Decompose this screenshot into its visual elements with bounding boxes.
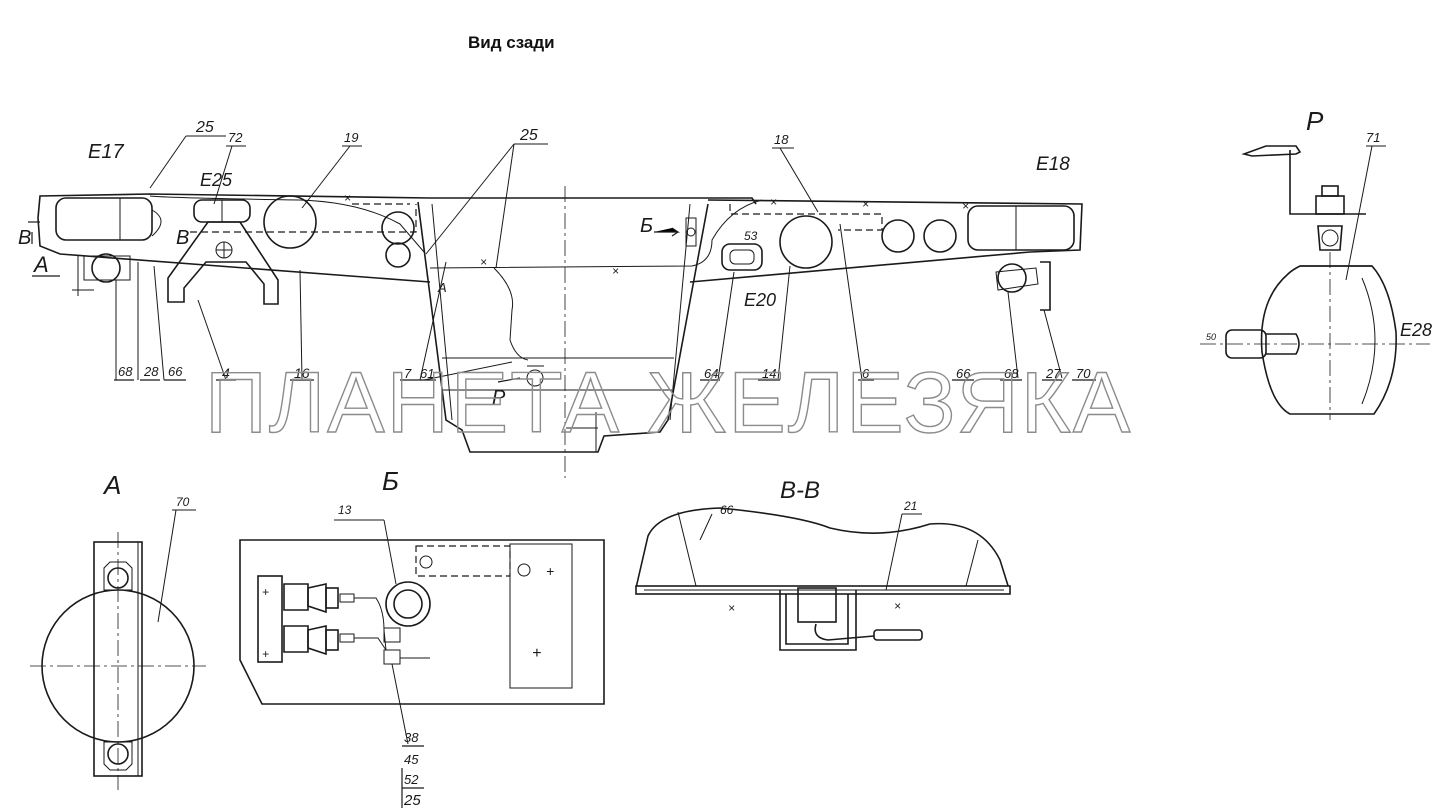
callout-19: 19 [344,130,358,145]
callout-6: 6 [862,366,870,381]
label-e20: Е20 [744,290,776,310]
round-reflector-right-1 [881,219,915,253]
plate-lamp-e25 [193,199,251,223]
round-reflector-right-2 [923,219,957,253]
callout-50: 50 [1206,332,1216,342]
view-b-label: Б [382,466,399,496]
label-e17: Е17 [88,141,124,163]
view-b-connector: + + + + [239,519,605,745]
round-lamp-19 [263,195,317,249]
callout-38: 38 [404,730,419,745]
marker-p-small: Р [492,387,506,409]
section-marks [28,217,697,383]
callout-68-right: 68 [1004,366,1019,381]
callout-68-left: 68 [118,364,133,379]
wiring-harness: × × × × × × [149,191,969,387]
label-e25: Е25 [200,170,233,190]
svg-text:×: × [344,191,351,205]
marker-a-arrow: А [32,252,49,277]
section-v-v: × × [635,507,1011,651]
callout-70-right: 70 [1076,366,1091,381]
svg-text:+: + [546,563,554,579]
svg-text:+: + [262,647,269,661]
svg-text:×: × [480,255,487,269]
svg-text:×: × [894,599,901,613]
callout-66-section: 66 [720,503,734,517]
svg-text:×: × [612,264,619,278]
clamp-a-left [72,253,165,381]
view-p-lamp-e28 [1200,145,1430,420]
bumper-beam [37,186,1083,478]
svg-text:×: × [962,199,969,213]
callout-21: 21 [903,499,917,513]
drawing-title: Вид сзади [468,33,555,52]
callout-14: 14 [762,366,776,381]
callout-18: 18 [774,132,789,147]
callout-13: 13 [338,503,352,517]
callout-16: 16 [294,365,310,381]
round-lamp-14 [779,215,833,269]
callout-45: 45 [404,752,419,767]
svg-text:+: + [262,585,269,599]
leader-lines [149,135,1386,381]
callout-64: 64 [704,366,718,381]
callout-71: 71 [1366,130,1380,145]
clamp-right [995,261,1063,379]
callout-27: 27 [1045,366,1061,381]
callout-25-left: 25 [195,119,214,136]
svg-text:+: + [532,645,541,662]
svg-text:×: × [770,195,777,209]
view-a-label: А [102,470,121,500]
svg-text:×: × [728,601,735,615]
callout-66-left: 66 [168,364,183,379]
lamp-e18 [967,205,1075,251]
callout-25-bottom: 25 [403,792,421,809]
round-reflector-left-1 [381,211,415,245]
callout-70-view-a: 70 [176,495,190,509]
callout-25-center: 25 [519,127,538,144]
callout-61: 61 [420,366,434,381]
marker-a-small: А [437,280,447,295]
callout-53: 53 [744,229,758,243]
lamp-e20 [721,243,763,271]
bracket-4 [167,221,279,305]
view-a-clamp [30,509,206,790]
svg-text:×: × [862,197,869,211]
label-e28: Е28 [1400,320,1432,340]
round-reflector-left-2 [385,242,411,268]
callout-66-right: 66 [956,366,971,381]
callout-52: 52 [404,772,419,787]
callout-72: 72 [228,130,243,145]
view-vv-label: В-В [780,477,820,504]
callout-4: 4 [222,365,230,381]
lamp-e17 [55,197,162,241]
marker-v-left: В [18,227,31,249]
watermark: ПЛАНЕТА ЖЕЛЕЗЯКА [205,355,1132,451]
callout-28: 28 [143,364,159,379]
marker-v-right: В [176,227,189,249]
callout-7: 7 [404,366,412,381]
view-p-label: Р [1306,106,1324,136]
label-e18: Е18 [1036,154,1070,175]
marker-b-arrow: Б [640,215,653,237]
